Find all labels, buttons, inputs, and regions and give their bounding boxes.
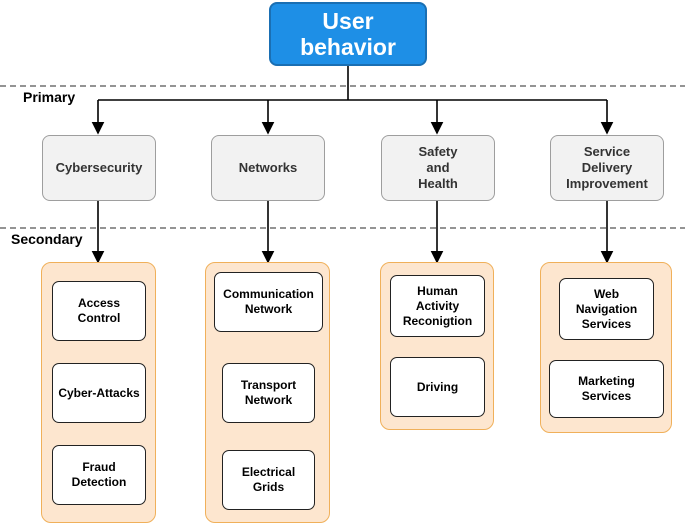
- leaf-web-navigation-services: Web Navigation Services: [559, 278, 654, 340]
- leaf-fraud-detection: Fraud Detection: [52, 445, 146, 505]
- root-node-user-behavior: User behavior: [269, 2, 427, 66]
- leaf-cyber-attacks: Cyber-Attacks: [52, 363, 146, 423]
- primary-node-service-delivery: Service Delivery Improvement: [550, 135, 664, 201]
- tier-label-secondary: Secondary: [11, 231, 83, 247]
- secondary-group-service-delivery: Web Navigation Services Marketing Servic…: [540, 262, 672, 433]
- leaf-access-control: Access Control: [52, 281, 146, 341]
- secondary-group-cybersecurity: Access Control Cyber-Attacks Fraud Detec…: [41, 262, 156, 523]
- secondary-group-safety-and-health: Human Activity Reconigtion Driving: [380, 262, 494, 430]
- tier-label-primary: Primary: [23, 89, 76, 105]
- leaf-marketing-services: Marketing Services: [549, 360, 664, 418]
- leaf-communication-network: Communication Network: [214, 272, 323, 332]
- primary-node-networks: Networks: [211, 135, 325, 201]
- primary-node-safety-and-health: Safety and Health: [381, 135, 495, 201]
- root-label: User behavior: [300, 8, 396, 60]
- leaf-driving: Driving: [390, 357, 485, 417]
- leaf-transport-network: Transport Network: [222, 363, 315, 423]
- leaf-electrical-grids: Electrical Grids: [222, 450, 315, 510]
- secondary-group-networks: Communication Network Transport Network …: [205, 262, 330, 523]
- primary-node-cybersecurity: Cybersecurity: [42, 135, 156, 201]
- leaf-human-activity-recognition: Human Activity Reconigtion: [390, 275, 485, 337]
